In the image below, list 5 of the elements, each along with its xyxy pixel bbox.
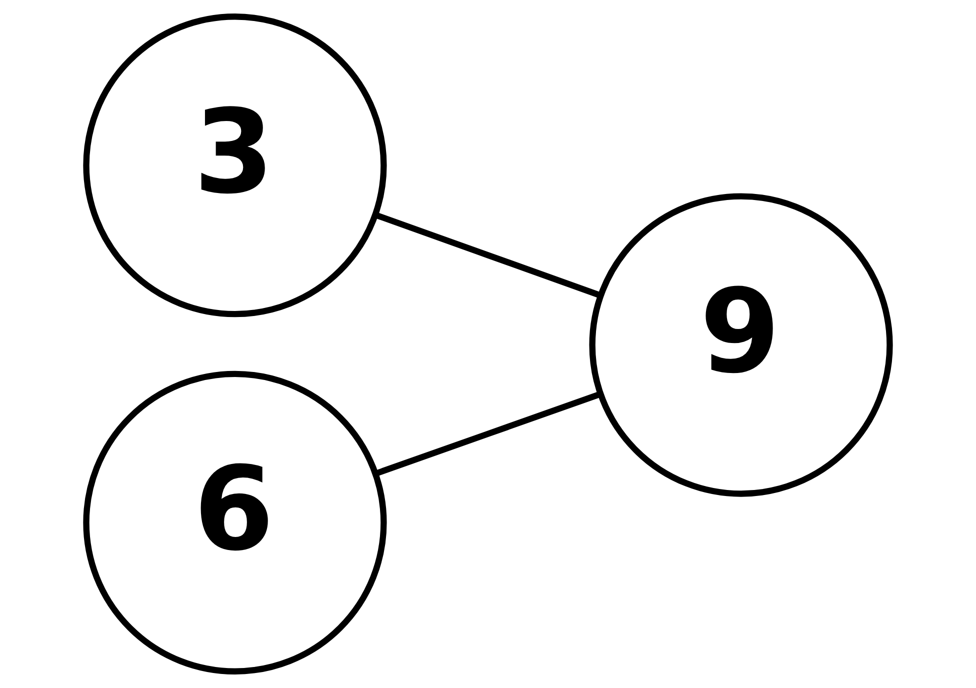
connector <box>374 212 602 298</box>
node-circle: 6 <box>83 370 387 674</box>
node-circle: 3 <box>83 14 387 318</box>
connector <box>374 391 602 477</box>
node-circle: 9 <box>589 193 893 497</box>
